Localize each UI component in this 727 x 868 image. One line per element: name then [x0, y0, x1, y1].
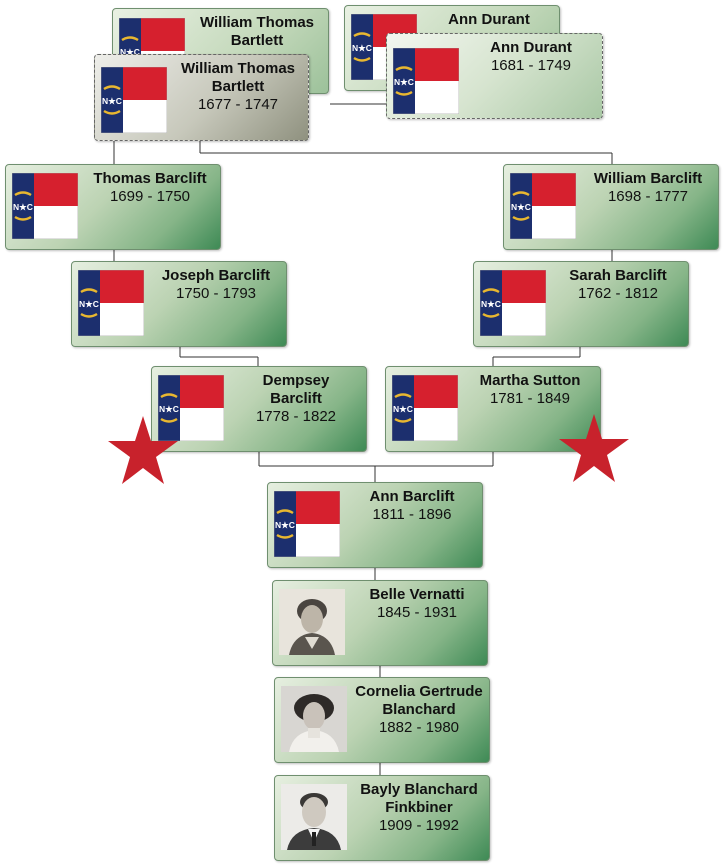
person-card-ann-durant[interactable]: N★C Ann Durant 1681 - 1749: [386, 33, 603, 119]
svg-text:N★C: N★C: [275, 520, 295, 530]
svg-text:N★C: N★C: [511, 202, 531, 212]
red-star-icon: [108, 416, 178, 484]
person-years: 1845 - 1931: [376, 604, 458, 621]
north-carolina-flag-icon: N★C: [78, 270, 144, 336]
person-name: Ann Durant: [448, 11, 530, 28]
person-name: Thomas Barclift: [93, 170, 207, 187]
person-card-cornelia-gertrude-blanchard[interactable]: Cornelia Gertrude Blanchard 1882 - 1980: [274, 677, 490, 763]
svg-text:N★C: N★C: [159, 404, 179, 414]
person-name: William Barclift: [593, 170, 703, 187]
person-years: 1699 - 1750: [109, 188, 191, 205]
portrait-photo: [281, 686, 347, 752]
person-card-william-barclift[interactable]: N★C William Barclift 1698 - 1777: [503, 164, 719, 250]
svg-text:N★C: N★C: [394, 77, 414, 87]
person-card-sarah-barclift[interactable]: N★C Sarah Barclift 1762 - 1812: [473, 261, 689, 347]
north-carolina-flag-icon: N★C: [510, 173, 576, 239]
svg-text:N★C: N★C: [79, 299, 99, 309]
svg-text:N★C: N★C: [13, 202, 33, 212]
person-years: 1811 - 1896: [372, 506, 452, 523]
north-carolina-flag-icon: N★C: [158, 375, 224, 441]
person-name: Sarah Barclift: [569, 267, 667, 284]
svg-text:N★C: N★C: [102, 96, 122, 106]
portrait-photo: [279, 589, 345, 655]
person-card-bayly-blanchard-finkbiner[interactable]: Bayly Blanchard Finkbiner 1909 - 1992: [274, 775, 490, 861]
person-years: 1698 - 1777: [607, 188, 689, 205]
person-years: 1677 - 1747: [197, 96, 279, 113]
svg-text:N★C: N★C: [352, 43, 372, 53]
north-carolina-flag-icon: N★C: [101, 67, 167, 133]
person-name: Cornelia Gertrude Blanchard: [355, 683, 483, 718]
person-name: Martha Sutton: [479, 372, 581, 389]
svg-text:N★C: N★C: [481, 299, 501, 309]
red-star-icon: [559, 414, 629, 482]
person-name: Ann Barclift: [369, 488, 455, 505]
person-years: 1781 - 1849: [489, 390, 571, 407]
person-name: Dempsey Barclift: [262, 372, 330, 407]
north-carolina-flag-icon: N★C: [392, 375, 458, 441]
person-years: 1778 - 1822: [255, 408, 337, 425]
north-carolina-flag-icon: N★C: [393, 48, 459, 114]
person-card-thomas-barclift[interactable]: N★C Thomas Barclift 1699 - 1750: [5, 164, 221, 250]
person-card-dempsey-barclift[interactable]: N★C Dempsey Barclift 1778 - 1822: [151, 366, 367, 452]
person-card-william-thomas-bartlett[interactable]: N★C William Thomas Bartlett 1677 - 1747: [94, 54, 309, 141]
person-years: 1750 - 1793: [175, 285, 257, 302]
person-years: 1681 - 1749: [490, 57, 572, 74]
person-card-ann-barclift[interactable]: N★C Ann Barclift 1811 - 1896: [267, 482, 483, 568]
person-name: William Thomas Bartlett: [199, 14, 315, 49]
person-years: 1762 - 1812: [577, 285, 659, 302]
north-carolina-flag-icon: N★C: [12, 173, 78, 239]
person-card-belle-vernatti[interactable]: Belle Vernatti 1845 - 1931: [272, 580, 488, 666]
person-card-joseph-barclift[interactable]: N★C Joseph Barclift 1750 - 1793: [71, 261, 287, 347]
person-card-martha-sutton[interactable]: N★C Martha Sutton 1781 - 1849: [385, 366, 601, 452]
person-name: Joseph Barclift: [161, 267, 271, 284]
person-name: Ann Durant: [490, 39, 572, 56]
person-name: Belle Vernatti: [369, 586, 465, 603]
north-carolina-flag-icon: N★C: [480, 270, 546, 336]
north-carolina-flag-icon: N★C: [274, 491, 340, 557]
person-name: Bayly Blanchard Finkbiner: [360, 781, 478, 816]
person-name: William Thomas Bartlett: [180, 60, 296, 95]
svg-text:N★C: N★C: [120, 47, 140, 57]
person-years: 1909 - 1992: [378, 817, 460, 834]
svg-text:N★C: N★C: [393, 404, 413, 414]
portrait-photo: [281, 784, 347, 850]
person-years: 1882 - 1980: [378, 719, 460, 736]
